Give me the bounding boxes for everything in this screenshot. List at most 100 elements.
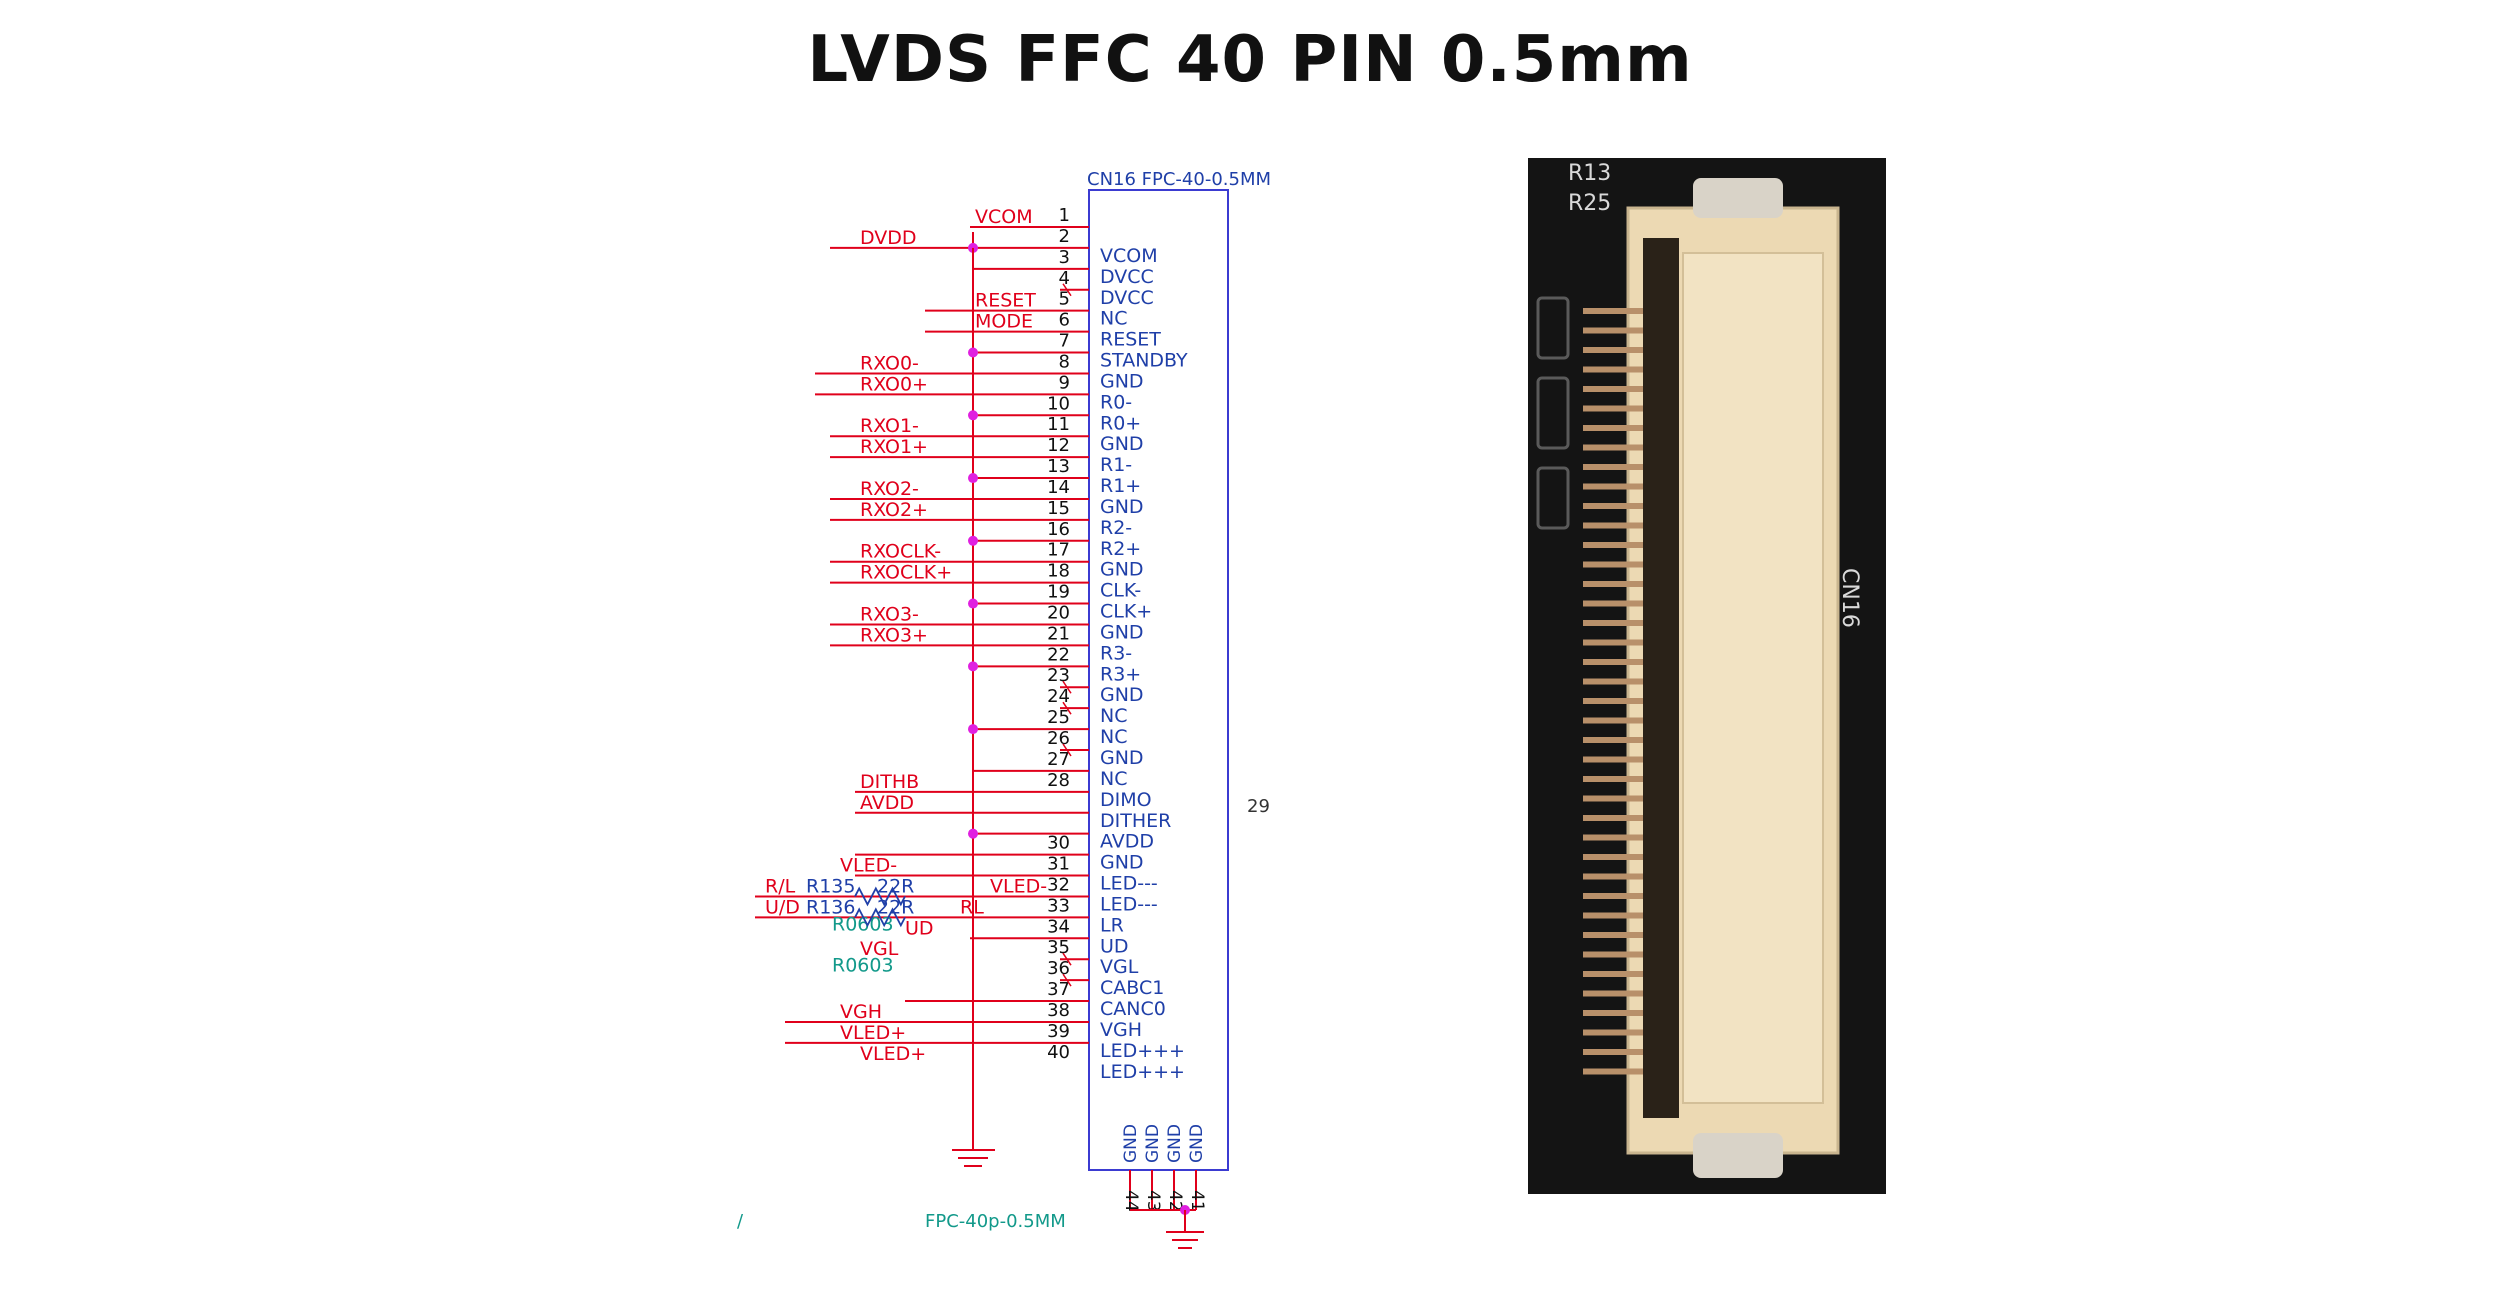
pin-number: 38	[1047, 1000, 1070, 1021]
pin-number: 37	[1047, 979, 1070, 1000]
pin-number: 24	[1047, 686, 1070, 707]
pin-name: CANC0	[1100, 998, 1166, 1020]
silkscreen-label: CN16	[1837, 568, 1862, 628]
pin-29-label: 29	[1247, 796, 1270, 817]
pin-name: NC	[1100, 726, 1127, 748]
connector-pin	[1583, 308, 1643, 314]
net-label: RXO0-	[860, 352, 919, 374]
nc-mark	[1062, 283, 1072, 297]
pin-name: LED---	[1100, 893, 1158, 915]
connector-pin	[1583, 893, 1643, 899]
nc-mark	[1062, 680, 1072, 694]
junction-dot	[968, 473, 978, 484]
pin-number: 30	[1047, 833, 1070, 854]
connector-tab	[1693, 178, 1783, 218]
connector-latch	[1682, 252, 1824, 1104]
pin-name: GND	[1100, 852, 1144, 874]
silkscreen-label: R13	[1568, 161, 1611, 186]
connector-pin	[1583, 483, 1643, 490]
connector-pin	[1583, 620, 1643, 626]
junction-dot	[968, 661, 978, 672]
pin-number: 22	[1047, 644, 1070, 665]
connector-pin	[1583, 815, 1643, 821]
net-label: RXO1-	[860, 415, 919, 437]
nc-mark	[1062, 701, 1072, 715]
pin-number: 23	[1047, 665, 1070, 686]
junction-dot	[968, 347, 978, 358]
bottom-pin-name: GND	[1165, 1124, 1185, 1163]
resistor-ref: R135	[806, 875, 855, 897]
net-label: RXOCLK+	[860, 562, 952, 584]
connector-pin	[1583, 425, 1643, 431]
board-feature	[1536, 466, 1570, 530]
pin-number: 32	[1047, 874, 1070, 895]
pin-name: R0+	[1100, 412, 1141, 434]
net-label: RXO3-	[860, 603, 919, 625]
pin-number: 12	[1047, 435, 1070, 456]
pin-name: VGH	[1100, 1019, 1142, 1041]
nc-mark	[1062, 952, 1072, 966]
pin-name: R3-	[1100, 642, 1132, 664]
connector-pin	[1583, 873, 1643, 880]
pin-number: 33	[1047, 895, 1070, 916]
junction-dot	[968, 535, 978, 546]
net-label: DVDD	[860, 227, 917, 249]
net-label: DITHB	[860, 771, 919, 793]
pin-name: R0-	[1100, 391, 1132, 413]
pin-number: 16	[1047, 519, 1070, 540]
net-label: VLED-	[840, 855, 897, 877]
connector-pin	[1583, 522, 1643, 529]
page-title: LVDS FFC 40 PIN 0.5mm	[807, 23, 1693, 97]
connector-pin	[1583, 1029, 1643, 1036]
pin-name: R3+	[1100, 663, 1141, 685]
connector-pin	[1583, 834, 1643, 841]
connector-pin	[1583, 464, 1643, 470]
pin-number: 15	[1047, 498, 1070, 519]
net-label: VCOM	[975, 206, 1033, 228]
connector-pin	[1583, 581, 1643, 587]
net-label: RXO2-	[860, 478, 919, 500]
pin-name: GND	[1100, 559, 1144, 581]
pin-number: 39	[1047, 1021, 1070, 1042]
net-label: VGH	[840, 1001, 882, 1023]
net-label: VLED+	[840, 1022, 906, 1044]
resistor-symbol	[854, 886, 906, 907]
connector-pin	[1583, 951, 1643, 958]
pin-number: 14	[1047, 477, 1070, 498]
pin-name: RESET	[1100, 329, 1161, 351]
pin-name: DVCC	[1100, 287, 1154, 309]
pin-name: DVCC	[1100, 266, 1154, 288]
pin-number: 5	[1059, 289, 1070, 310]
pin-number: 11	[1047, 414, 1070, 435]
pin-name: CABC1	[1100, 977, 1164, 999]
pin-number: 31	[1047, 854, 1070, 875]
pin-name: GND	[1100, 684, 1144, 706]
pin-name: STANDBY	[1100, 350, 1188, 372]
connector-pin	[1583, 444, 1643, 451]
board-feature	[1536, 296, 1570, 360]
pin-number: 17	[1047, 540, 1070, 561]
pin-name: GND	[1100, 370, 1144, 392]
net-label: RESET	[975, 290, 1036, 312]
pin-name: R2+	[1100, 538, 1141, 560]
connector-pin	[1583, 503, 1643, 509]
nc-mark	[1062, 973, 1072, 987]
connector-pin	[1583, 1010, 1643, 1016]
connector-pin	[1583, 542, 1643, 548]
net-label: VGL	[860, 938, 899, 960]
connector-pin	[1583, 737, 1643, 743]
connector-pin	[1583, 756, 1643, 763]
bottom-pin-name: GND	[1121, 1124, 1141, 1163]
pin-number: 1	[1059, 205, 1070, 226]
pin-name: LED+++	[1100, 1040, 1185, 1062]
net-label: UD	[905, 917, 934, 939]
pin-name: CLK-	[1100, 580, 1141, 602]
net-label: MODE	[975, 311, 1033, 333]
connector-body	[1088, 189, 1229, 1171]
pin-number: 6	[1059, 310, 1070, 331]
pin-number: 28	[1047, 770, 1070, 791]
pin-name: R1-	[1100, 454, 1132, 476]
pin-number: 25	[1047, 707, 1070, 728]
resistor-value: 22R	[877, 896, 914, 918]
board-feature	[1536, 376, 1570, 450]
